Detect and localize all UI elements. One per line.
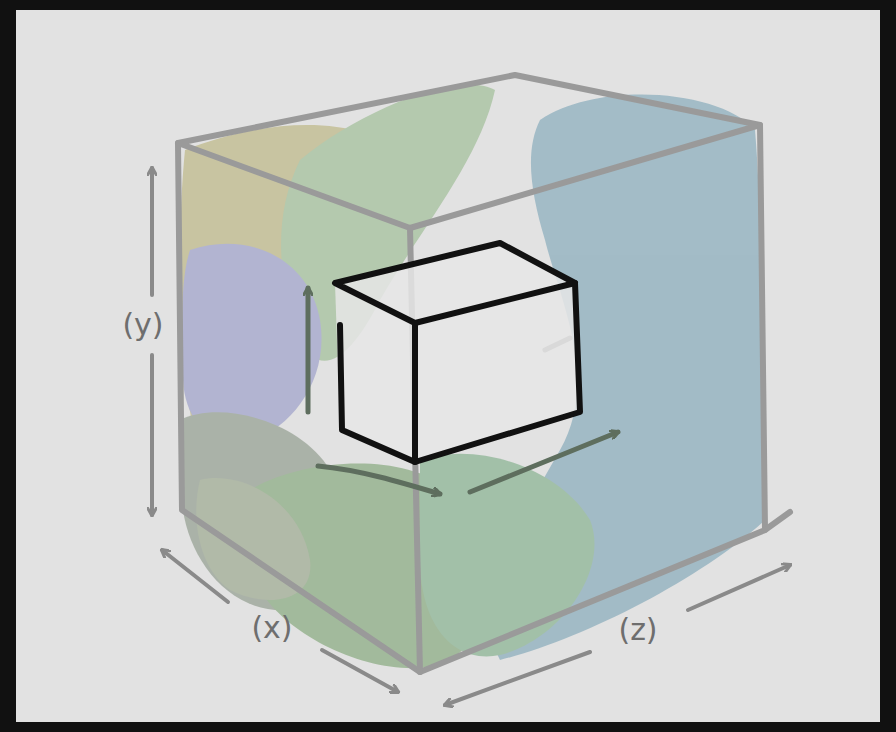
axis-label: (y) bbox=[118, 308, 167, 342]
axis-label: (x) bbox=[247, 611, 296, 645]
axis-label: (z) bbox=[614, 613, 661, 647]
big-cube bbox=[178, 75, 790, 672]
axis-arrows bbox=[308, 288, 618, 494]
dimension-arrows bbox=[152, 168, 790, 705]
small-cube bbox=[335, 243, 580, 462]
ground bbox=[16, 10, 880, 722]
color-blobs bbox=[180, 85, 765, 668]
small-cube-fill bbox=[335, 243, 580, 462]
